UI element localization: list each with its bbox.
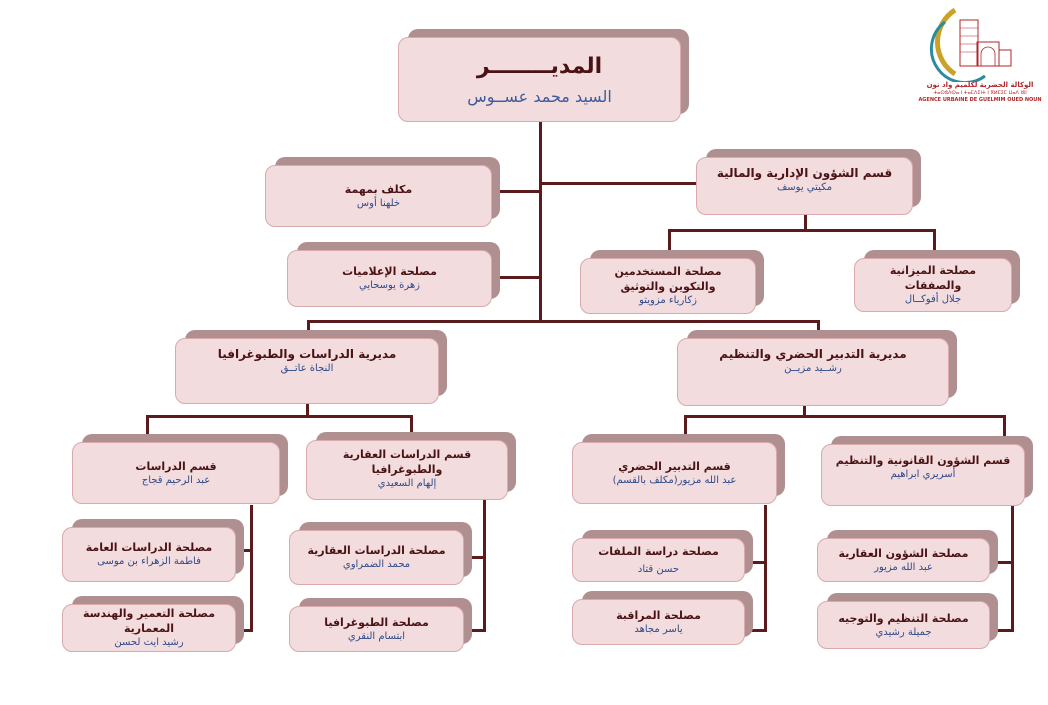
connector bbox=[466, 556, 486, 559]
admin-finance-name: مكيتي يوسف bbox=[776, 182, 833, 193]
land-affairs-name: عبد الله مزيور bbox=[874, 561, 933, 573]
admin-finance-box[interactable]: قسم الشؤون الإدارية والمالية مكيتي يوسف bbox=[696, 149, 921, 215]
land-topo-division-name: إلهام السعيدي bbox=[377, 478, 437, 489]
admin-finance-title: قسم الشؤون الإدارية والمالية bbox=[716, 166, 893, 180]
connector bbox=[684, 415, 687, 442]
studies-division-name: عبد الرحيم قجاج bbox=[141, 474, 211, 486]
files-study-name: حسن قتاد bbox=[637, 563, 680, 575]
studies-directorate-title: مديرية الدراسات والطبوغرافيا bbox=[217, 347, 397, 361]
budget-service-name: جلال أفوكــال bbox=[904, 294, 962, 305]
architecture-box[interactable]: مصلحة التعمير والهندسة المعمارية رشيد اي… bbox=[62, 596, 244, 652]
connector bbox=[466, 629, 486, 632]
control-title: مصلحة المراقبة bbox=[616, 608, 701, 622]
connector bbox=[684, 415, 1005, 418]
connector bbox=[250, 505, 253, 631]
studies-division-title: قسم الدراسات bbox=[135, 459, 217, 473]
land-studies-box[interactable]: مصلحة الدراسات العقارية محمد الضمراوي bbox=[289, 522, 472, 585]
land-affairs-box[interactable]: مصلحة الشؤون العقارية عبد الله مزيور bbox=[817, 530, 998, 582]
connector bbox=[492, 190, 540, 193]
connector bbox=[991, 629, 1014, 632]
land-topo-division-box[interactable]: قسم الدراسات العقارية والطبوغرافيا إلهام… bbox=[306, 432, 516, 500]
legal-division-box[interactable]: قسم الشؤون القانونية والتنظيم أسريري ابر… bbox=[821, 436, 1033, 506]
director-box[interactable]: المديــــــــر السيد محمد عســوس bbox=[398, 29, 689, 122]
urban-mgmt-division-box[interactable]: قسم التدبير الحضري عبد الله مزيور(مكلف ب… bbox=[572, 434, 785, 504]
connector bbox=[804, 215, 807, 231]
mission-box[interactable]: مكلف بمهمة خلهنا أوس bbox=[265, 157, 500, 227]
files-study-box[interactable]: مصلحة دراسة الملفات حسن قتاد bbox=[572, 530, 753, 582]
connector bbox=[146, 415, 149, 442]
connector bbox=[764, 505, 767, 631]
connector bbox=[306, 403, 309, 417]
control-box[interactable]: مصلحة المراقبة ياسر مجاهد bbox=[572, 591, 753, 645]
connector bbox=[668, 229, 935, 232]
legal-division-name: أسريري ابراهيم bbox=[890, 469, 956, 480]
hr-service-title-1: مصلحة المستخدمين bbox=[614, 265, 722, 278]
topography-box[interactable]: مصلحة الطبوغرافيا ابتسام النقري bbox=[289, 598, 472, 652]
budget-service-title: مصلحة الميزانية والصفقات bbox=[889, 264, 977, 292]
mission-name: خلهنا أوس bbox=[356, 197, 401, 209]
mission-title: مكلف بمهمة bbox=[344, 182, 413, 196]
general-studies-box[interactable]: مصلحة الدراسات العامة فاطمة الزهراء بن م… bbox=[62, 519, 244, 582]
it-service-box[interactable]: مصلحة الإعلاميات زهرة يوسحايي bbox=[287, 242, 500, 307]
director-title: المديــــــــر bbox=[476, 53, 603, 79]
urban-directorate-box[interactable]: مديرية التدبير الحضري والتنظيم رشــيد مز… bbox=[677, 330, 957, 406]
general-studies-name: فاطمة الزهراء بن موسى bbox=[97, 556, 201, 567]
connector bbox=[803, 406, 806, 417]
connector bbox=[492, 276, 540, 279]
logo-tifinagh-text: ⵜⴰⵙⵓⴷⵙⴰ ⵏ ⵜⴰⵎⴷⵉⵏⵜ ⵏ ⴳⵍⵎⵉⵎ ⵡⴰⴷ ⵏⵓⵏ bbox=[933, 90, 1027, 96]
connector bbox=[1003, 415, 1006, 442]
regulation-name: جميلة رشيدي bbox=[875, 626, 932, 638]
director-name: السيد محمد عســوس bbox=[467, 86, 612, 106]
connector bbox=[237, 629, 253, 632]
regulation-title: مصلحة التنظيم والتوجيه bbox=[838, 611, 969, 625]
connector bbox=[746, 629, 767, 632]
land-studies-title: مصلحة الدراسات العقارية bbox=[307, 544, 446, 557]
studies-directorate-name: النجاة عاتــق bbox=[280, 363, 334, 374]
topography-title: مصلحة الطبوغرافيا bbox=[324, 615, 429, 629]
studies-directorate-box[interactable]: مديرية الدراسات والطبوغرافيا النجاة عاتـ… bbox=[175, 330, 447, 404]
connector bbox=[1011, 505, 1014, 631]
control-name: ياسر مجاهد bbox=[634, 623, 683, 635]
connector bbox=[933, 229, 936, 258]
connector bbox=[410, 415, 413, 442]
logo-french-text: AGENCE URBAINE DE GUELMIM OUED NOUN bbox=[918, 97, 1042, 103]
agency-logo: الوكالة الحضرية لكلميم واد نون ⵜⴰⵙⵓⴷⵙⴰ ⵏ… bbox=[915, 2, 1045, 107]
budget-service-box[interactable]: مصلحة الميزانية والصفقات جلال أفوكــال bbox=[854, 250, 1020, 312]
it-service-name: زهرة يوسحايي bbox=[359, 280, 420, 291]
files-study-title: مصلحة دراسة الملفات bbox=[598, 544, 719, 558]
land-studies-name: محمد الضمراوي bbox=[342, 559, 411, 570]
connector bbox=[237, 549, 253, 552]
hr-service-box[interactable]: مصلحة المستخدمين والتكوين والتوثيق زكاري… bbox=[580, 250, 764, 314]
architecture-title: مصلحة التعمير والهندسة المعمارية bbox=[82, 607, 216, 635]
regulation-box[interactable]: مصلحة التنظيم والتوجيه جميلة رشيدي bbox=[817, 593, 998, 649]
urban-mgmt-division-name: عبد الله مزيور(مكلف بالقسم) bbox=[612, 474, 737, 486]
hr-service-title-2: والتكوين والتوثيق bbox=[620, 280, 716, 293]
legal-division-title: قسم الشؤون القانونية والتنظيم bbox=[835, 454, 1011, 467]
urban-mgmt-division-title: قسم التدبير الحضري bbox=[618, 459, 731, 473]
connector bbox=[146, 415, 412, 418]
hr-service-name: زكارياء مزويتو bbox=[639, 295, 697, 306]
connector bbox=[483, 500, 486, 631]
studies-division-box[interactable]: قسم الدراسات عبد الرحيم قجاج bbox=[72, 434, 288, 504]
urban-directorate-name: رشــيد مزيــن bbox=[784, 363, 842, 374]
urban-directorate-title: مديرية التدبير الحضري والتنظيم bbox=[719, 347, 907, 361]
logo-emblem-icon bbox=[929, 7, 1012, 85]
connector bbox=[307, 320, 819, 323]
topography-name: ابتسام النقري bbox=[347, 630, 406, 642]
architecture-name: رشيد ايت لحسن bbox=[114, 637, 184, 648]
connector bbox=[539, 122, 542, 322]
it-service-title: مصلحة الإعلاميات bbox=[342, 265, 437, 278]
connector bbox=[746, 561, 767, 564]
general-studies-title: مصلحة الدراسات العامة bbox=[85, 541, 213, 554]
land-affairs-title: مصلحة الشؤون العقارية bbox=[838, 546, 969, 560]
connector bbox=[541, 182, 697, 185]
logo-arabic-text: الوكالة الحضرية لكلميم واد نون bbox=[926, 81, 1034, 89]
connector bbox=[991, 561, 1014, 564]
land-topo-division-title: قسم الدراسات العقارية والطبوغرافيا bbox=[342, 448, 472, 476]
connector bbox=[668, 229, 671, 258]
